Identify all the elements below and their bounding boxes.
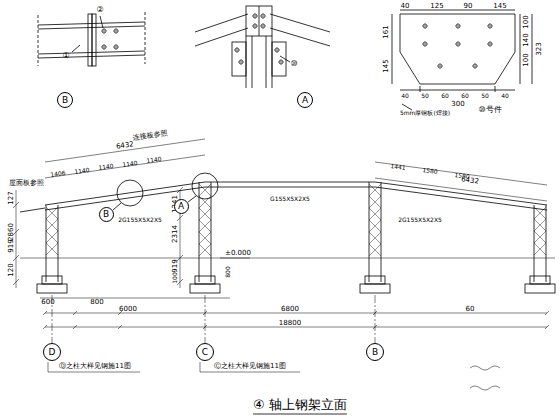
dimension-label: Ⓒ之柱大样见钢施11图 (214, 363, 286, 370)
dimension-label: 50 (421, 93, 429, 99)
dimension-label: 127 (8, 191, 15, 204)
dimension-label: 2G155X5X2X5 (118, 217, 162, 223)
dimension-label: 145 (383, 59, 390, 72)
dimension-label: 1580 (422, 167, 438, 175)
dimension-label: 140 (523, 33, 530, 46)
dimension-label: 2314 (172, 225, 179, 243)
dimension-label: 6432 (116, 141, 135, 150)
dimension-label: 40 (501, 93, 509, 99)
dimension-tick (13, 187, 549, 329)
dimension-label: 6432 (461, 176, 480, 185)
dimension-label: 1140 (122, 160, 138, 168)
dimension-label: 1140 (74, 167, 90, 175)
dimension-label: 连接板参照 (132, 130, 168, 142)
detail-a (195, 6, 330, 88)
axis-line (52, 295, 375, 343)
dimension-label: 60 (461, 93, 469, 99)
dimension-label: Ⓓ之柱大样见钢施11图 (59, 363, 131, 370)
dimension-label: 800 (90, 299, 103, 306)
axis-circle: D (43, 343, 61, 361)
dimension-label: 120 (8, 263, 15, 276)
dimension-label: 2860 (8, 223, 15, 241)
axis-letter: B (62, 96, 68, 105)
axis-letter: C (202, 348, 208, 357)
dimension-label: ⑩号件 (478, 106, 501, 114)
dimension-label: ② (96, 6, 103, 14)
dimension-label: 2G155X5X2X5 (398, 217, 442, 223)
dimension-label: 919 (172, 259, 179, 272)
wave-break (470, 366, 500, 390)
dimension-label: 125 (430, 3, 443, 10)
plate-detail (392, 10, 532, 110)
dimension-label: 145 (493, 3, 506, 10)
dimension-label: 50 (481, 93, 489, 99)
dimension-label: 18800 (279, 320, 301, 327)
dimension-label: 300 (451, 101, 464, 108)
dimension-label: ⑩ (290, 60, 297, 68)
dimension-label: 1441 (390, 163, 406, 171)
drawing-title: ④ 轴上钢架立面 (253, 396, 347, 414)
lattice-column (37, 13, 555, 293)
dimension-label: 100 (523, 53, 530, 66)
axis-letter: B (372, 348, 378, 357)
dimension-label: 323 (536, 42, 543, 55)
detail-circle: A (297, 92, 313, 108)
dimension-label: 屋面板参照 (9, 180, 44, 187)
dimension-label: 6000 (119, 306, 137, 313)
rafter (20, 182, 547, 212)
axis-circle: B (366, 343, 384, 361)
axis-circle: C (196, 343, 214, 361)
dimension-label: G155X5X2X5 (270, 196, 310, 202)
dimension-label: 1140 (146, 156, 162, 164)
dimension-label: 919 (8, 239, 15, 252)
dimension-label: ① (62, 52, 69, 60)
dimension-label: 40 (401, 93, 409, 99)
dimension-label: 100 (172, 272, 178, 283)
dimension-label: 100 (523, 15, 530, 28)
dimension-label: 1140 (98, 163, 114, 171)
detail-circle: A (174, 199, 189, 214)
axis-letter: D (49, 348, 56, 357)
axis-letter: A (178, 202, 184, 211)
dimension-line (16, 139, 547, 327)
dimension-label: 60 (466, 306, 475, 313)
detail-b (38, 12, 145, 66)
dimension-label: 60 (441, 93, 449, 99)
dimension-label: 1406 (50, 170, 66, 178)
dimension-label: 90 (464, 3, 473, 10)
axis-letter: B (103, 210, 109, 219)
dimension-label: 5mm厚钢板(焊接) (400, 110, 450, 116)
axis-letter: A (302, 96, 308, 105)
note-leader (48, 362, 300, 372)
dimension-label: 800 (225, 266, 231, 277)
dimension-label: 6800 (281, 306, 299, 313)
dimension-label: 600 (41, 299, 54, 306)
dimension-label: 161 (383, 25, 390, 38)
dimension-label: ±0.000 (225, 250, 251, 257)
dimension-label: 40 (401, 3, 410, 10)
detail-circle: B (57, 92, 73, 108)
detail-circle: B (99, 207, 114, 222)
